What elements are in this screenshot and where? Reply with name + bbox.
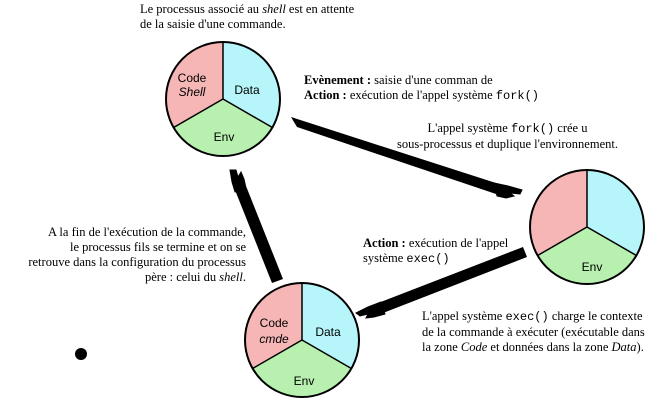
shell-data-sector <box>223 41 281 128</box>
arrow-return <box>229 169 283 283</box>
process-shell: Code Shell Data Env <box>165 41 281 157</box>
arrow-fork-shaft <box>291 117 499 194</box>
forked-env-label: Env <box>582 260 603 274</box>
shell-code-label: Code <box>178 71 207 85</box>
arrow-exec-shaft <box>378 247 527 313</box>
arrow-exec-hand <box>355 301 386 319</box>
note-exec-desc: L'appel système exec() charge le context… <box>422 309 645 354</box>
shell-code-sector <box>165 41 223 128</box>
note-event: Evènement : saisie d'une comman de Actio… <box>304 73 540 103</box>
arrow-exec <box>355 247 527 319</box>
arrow-return-hand <box>229 169 247 193</box>
note-fork: L'appel système fork() crée u sous-proce… <box>397 121 618 151</box>
shell-data-label: Data <box>234 83 260 97</box>
process-forked: Env <box>529 169 645 285</box>
child-env-label: Env <box>294 374 315 388</box>
forked-code-sector <box>529 169 587 256</box>
arrow-fork <box>291 117 523 199</box>
process-child: Code cmde Data Env <box>244 282 360 398</box>
forked-data-sector <box>587 169 645 256</box>
child-data-sector <box>302 283 360 369</box>
child-data-label: Data <box>315 325 341 339</box>
child-code-label: Code <box>260 316 289 330</box>
arrow-fork-hand <box>493 182 523 199</box>
bullet-dot <box>75 348 87 360</box>
shell-code-sublabel: Shell <box>179 85 206 99</box>
arrow-return-shaft <box>235 186 283 283</box>
note-exec-action: Action : exécution de l'appel système ex… <box>363 236 509 266</box>
child-code-sector <box>244 283 302 369</box>
child-code-sublabel: cmde <box>259 332 289 346</box>
shell-env-label: Env <box>214 130 235 144</box>
note-end: A la fin de l'exécution de la commande, … <box>28 225 246 284</box>
note-top: Le processus associé au shell est en att… <box>140 2 355 31</box>
